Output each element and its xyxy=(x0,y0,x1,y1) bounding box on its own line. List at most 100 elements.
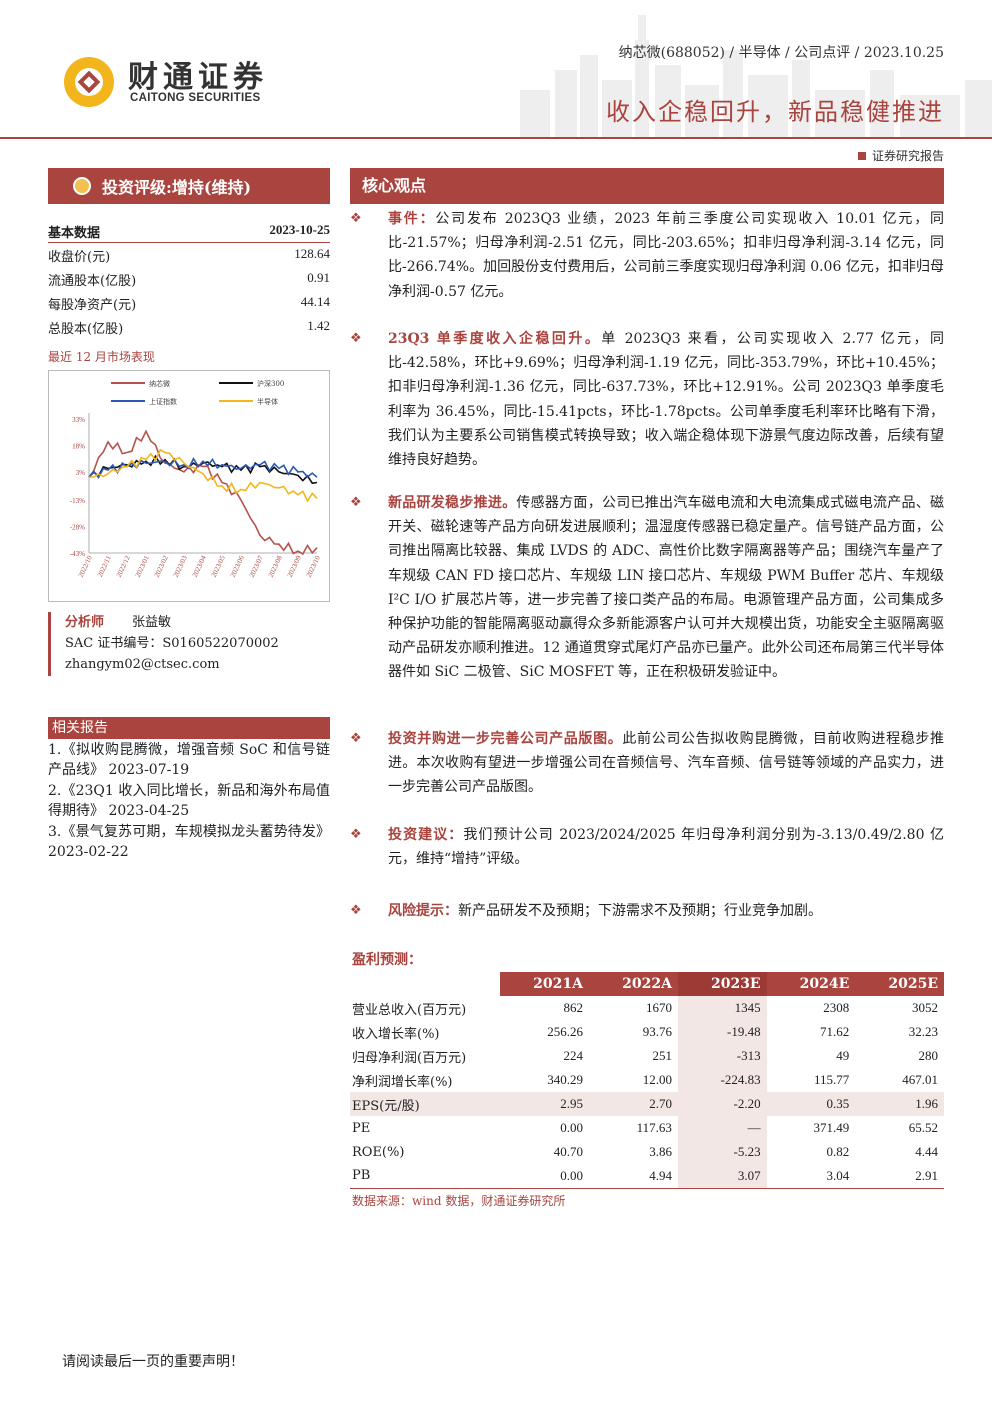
chart-y-tick: 3% xyxy=(76,469,86,477)
related-reports-list: 1.《拟收购昆腾微，增强音频 SoC 和信号链产品线》 2023-07-19 2… xyxy=(48,740,330,863)
forecast-cell: — xyxy=(677,1116,767,1140)
chart-legend-label: 沪深300 xyxy=(257,379,284,388)
forecast-row-label: 净利润增长率(%) xyxy=(352,1074,453,1090)
report-headline: 收入企稳回升，新品稳健推进 xyxy=(606,98,944,126)
diamond-bullet-icon: ❖ xyxy=(350,495,362,510)
related-report-item[interactable]: 3.《景气复苏可期，车规模拟龙头蓄势待发》 2023-02-22 xyxy=(48,824,330,860)
analyst-email[interactable]: zhangym02@ctsec.com xyxy=(65,657,220,672)
core-point: ❖23Q3 单季度收入企稳回升。单 2023Q3 来看，公司实现收入 2.77 … xyxy=(350,327,944,472)
chart-x-tick: 2022/11 xyxy=(96,554,113,578)
basic-data-divider xyxy=(48,242,330,243)
core-point-text: 新产品研发不及预期；下游需求不及预期；行业竞争加剧。 xyxy=(458,903,822,919)
forecast-cell: 0.00 xyxy=(500,1164,589,1189)
header-divider xyxy=(0,137,992,139)
forecast-cell: 862 xyxy=(563,1000,583,1015)
related-report-item[interactable]: 1.《拟收购昆腾微，增强音频 SoC 和信号链产品线》 2023-07-19 xyxy=(48,742,330,778)
report-type-label: 证券研究报告 xyxy=(857,147,944,164)
rating-text: 投资评级:增持(维持) xyxy=(102,178,252,197)
basic-row-key: 每股净资产(元) xyxy=(48,298,137,313)
forecast-cell: 1345 xyxy=(677,996,767,1020)
forecast-row-label: EPS(元/股) xyxy=(350,1092,500,1116)
basic-row-value: 44.14 xyxy=(300,294,330,309)
forecast-cell: 467.01 xyxy=(902,1072,938,1087)
related-reports-header: 相关报告 xyxy=(48,717,330,739)
forecast-row-label: PE xyxy=(352,1120,371,1136)
forecast-cell: 340.29 xyxy=(547,1072,583,1087)
company-logo: 财通证券 CAITONG SECURITIES xyxy=(60,52,310,112)
basic-row-key: 收盘价(元) xyxy=(48,250,111,265)
forecast-cell: 251 xyxy=(652,1048,672,1063)
basic-data-date: 2023-10-25 xyxy=(269,222,330,237)
chart-x-tick: 2023/01 xyxy=(134,554,151,579)
basic-data-title: 基本数据 xyxy=(48,226,101,241)
basic-row-value: 0.91 xyxy=(307,270,330,285)
diamond-bullet-icon: ❖ xyxy=(350,827,362,842)
core-point-head: 投资建议： xyxy=(388,827,464,843)
core-point-text: 公司发布 2023Q3 业绩，2023 年前三季度公司实现收入 10.01 亿元… xyxy=(388,211,944,300)
city-skyline-watermark xyxy=(520,15,992,137)
forecast-cell: 224 xyxy=(563,1048,583,1063)
forecast-col-header: 2023E xyxy=(677,972,767,996)
forecast-cell: 2308 xyxy=(823,1000,850,1015)
logo-chinese-name: 财通证券 xyxy=(128,60,268,95)
basic-row-value: 1.42 xyxy=(307,318,330,333)
basic-row: 收盘价(元)128.64 xyxy=(48,246,330,265)
page-header: 财通证券 CAITONG SECURITIES 纳芯微(688052) / 半导… xyxy=(0,0,992,145)
footer-disclaimer: 请阅读最后一页的重要声明！ xyxy=(62,1354,244,1370)
basic-row: 每股净资产(元) 44.14 xyxy=(48,294,330,313)
forecast-cell: 0.82 xyxy=(826,1144,850,1159)
forecast-col-header: 2024E xyxy=(766,972,856,996)
forecast-cell: 0.35 xyxy=(766,1092,856,1116)
chart-y-tick: -43% xyxy=(70,550,85,558)
forecast-cell: 0.00 xyxy=(560,1120,583,1135)
forecast-cell: 371.49 xyxy=(813,1120,850,1135)
related-report-item[interactable]: 2.《23Q1 收入同比增长，新品和海外布局值得期待》 2023-04-25 xyxy=(48,783,330,819)
forecast-cell: 117.63 xyxy=(636,1120,672,1135)
chart-x-tick: 2023/03 xyxy=(172,554,189,579)
core-point-text: 此前公司公告拟收购昆腾微，目前收购进程稳步推进。本次收购有望进一步增强公司在音频… xyxy=(388,731,945,796)
core-point: ❖投资建议：我们预计公司 2023/2024/2025 年归母净利润分别为-3.… xyxy=(350,823,944,871)
core-point: ❖投资并购进一步完善公司产品版图。此前公司公告拟收购昆腾微，目前收购进程稳步推进… xyxy=(350,727,944,800)
chart-y-tick: 18% xyxy=(72,442,85,450)
forecast-col-header: 2021A xyxy=(500,972,589,996)
analyst-name: 张益敏 xyxy=(132,615,172,630)
chart-legend-label: 上证指数 xyxy=(149,397,177,406)
caitong-logo-icon xyxy=(64,57,114,107)
chart-x-tick: 2023/02 xyxy=(153,554,170,579)
market-performance-label: 最近 12 月市场表现 xyxy=(48,350,155,364)
forecast-cell: 2.91 xyxy=(855,1164,944,1189)
forecast-cell: 115.77 xyxy=(814,1072,850,1087)
basic-data-header: 基本数据 2023-10-25 xyxy=(48,222,330,241)
forecast-cell: 2.95 xyxy=(500,1092,589,1116)
chart-y-tick: -13% xyxy=(70,497,85,505)
diamond-bullet-icon: ❖ xyxy=(350,731,362,746)
analyst-line: 分析师 张益敏 xyxy=(65,612,330,633)
diamond-bullet-icon: ❖ xyxy=(350,331,362,346)
chart-series-line xyxy=(88,454,318,485)
logo-english-name: CAITONG SECURITIES xyxy=(130,92,261,104)
forecast-row-label: PB xyxy=(350,1164,500,1189)
chart-series-line xyxy=(88,448,318,503)
forecast-cell: 12.00 xyxy=(642,1072,672,1087)
forecast-col-header: 2022A xyxy=(588,972,678,996)
forecast-col-header xyxy=(350,972,500,996)
core-view-header: 核心观点 xyxy=(350,168,944,204)
forecast-cell: -224.83 xyxy=(677,1068,767,1092)
forecast-col-header: 2025E xyxy=(855,972,944,996)
core-point-head: 风险提示： xyxy=(388,903,458,919)
core-point: ❖风险提示：新产品研发不及预期；下游需求不及预期；行业竞争加剧。 xyxy=(350,899,944,923)
forecast-cell: -313 xyxy=(677,1044,767,1068)
analyst-role: 分析师 xyxy=(65,615,105,630)
forecast-cell: 1670 xyxy=(645,1000,672,1015)
chart-x-tick: 2023/07 xyxy=(248,554,265,579)
rating-banner: 投资评级:增持(维持) xyxy=(48,168,330,204)
chart-x-tick: 2023/08 xyxy=(267,554,284,579)
forecast-cell: -2.20 xyxy=(677,1092,767,1116)
chart-x-tick: 2022/12 xyxy=(115,554,132,579)
basic-row: 总股本(亿股)1.42 xyxy=(48,318,330,337)
